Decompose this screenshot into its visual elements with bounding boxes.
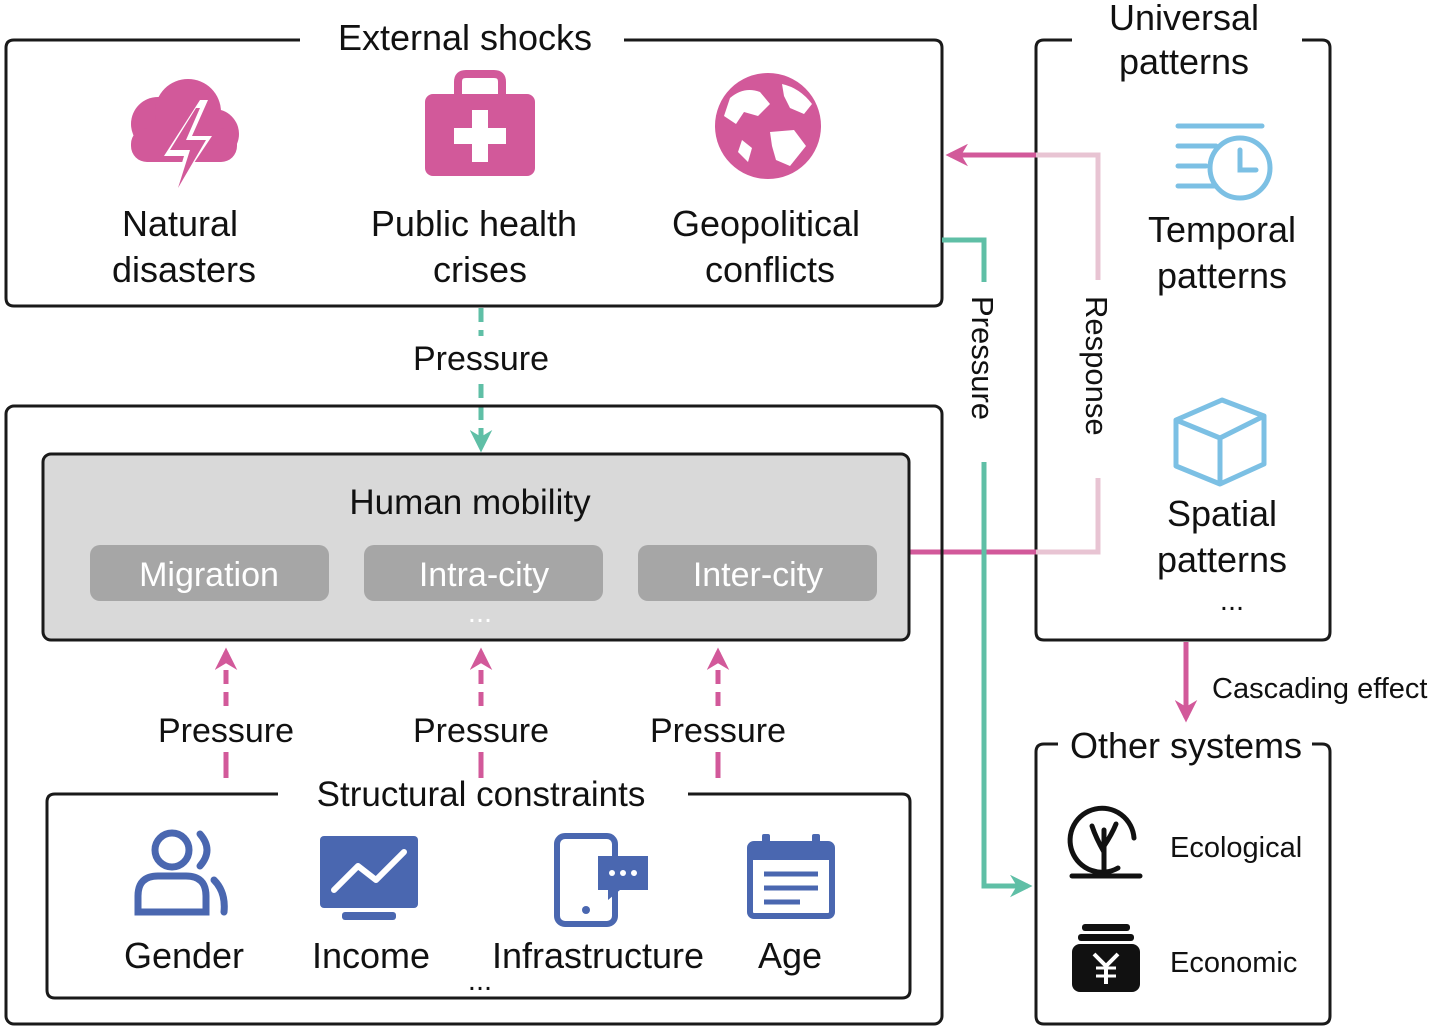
universal-patterns-title-2: patterns [1119, 41, 1249, 82]
geopolitical-label-2: conflicts [705, 249, 835, 290]
inter-city-chip [638, 545, 877, 601]
structural-constraints-ellipsis: ... [468, 965, 492, 997]
other-systems-title: Other systems [1070, 725, 1302, 766]
pressure-label-right-bottom: Pressure [650, 712, 786, 750]
clock-lines-icon [1175, 123, 1273, 201]
human-mobility-box: Human mobility Migration Intra-city Inte… [41, 452, 911, 642]
response-link: Response [910, 143, 1114, 555]
first-aid-kit-icon [425, 70, 535, 176]
cascading-link: Cascading effect [1174, 642, 1428, 723]
public-health-label-2: crises [433, 249, 527, 290]
other-systems-box: Other systems Ecological Economic [1034, 725, 1332, 1026]
pressure-label-right: Pressure [965, 296, 1000, 420]
response-label: Response [1079, 296, 1114, 436]
economic-label: Economic [1170, 947, 1297, 979]
infrastructure-label: Infrastructure [492, 935, 704, 976]
phone-chat-icon [554, 833, 648, 927]
public-health-label-1: Public health [371, 203, 577, 244]
universal-patterns-box: Universal patterns Temporal patterns Spa… [1034, 0, 1332, 642]
user-group-icon [134, 829, 228, 916]
age-label: Age [758, 935, 822, 976]
human-mobility-title: Human mobility [349, 483, 591, 522]
universal-patterns-title-1: Universal [1109, 0, 1259, 38]
pressure-label-gender: Pressure [158, 712, 294, 750]
intra-city-chip [364, 545, 603, 601]
calendar-icon [747, 834, 835, 919]
mobility-outer-box [4, 404, 944, 1026]
universal-patterns-ellipsis: ... [1220, 585, 1244, 617]
pressure-label-top: Pressure [413, 340, 549, 378]
pressure-link-top: Pressure [413, 308, 549, 453]
temporal-patterns-label-2: patterns [1157, 255, 1287, 296]
gender-label: Gender [124, 935, 244, 976]
structural-constraints-title: Structural constraints [317, 775, 646, 814]
cube-icon [1173, 397, 1267, 487]
temporal-patterns-label-1: Temporal [1148, 209, 1296, 250]
migration-chip [90, 545, 329, 601]
pressure-label-middle: Pressure [413, 712, 549, 750]
yuan-jar-icon [1072, 924, 1140, 992]
natural-disasters-label-1: Natural [122, 203, 238, 244]
migration-chip-label: Migration [139, 556, 279, 594]
pressure-link-right: Pressure [942, 237, 1033, 898]
tree-icon [1067, 805, 1143, 879]
human-mobility-ellipsis: ... [468, 597, 492, 629]
income-label: Income [312, 935, 430, 976]
spatial-patterns-label-1: Spatial [1167, 493, 1277, 534]
natural-disasters-label-2: disasters [112, 249, 256, 290]
pressure-arrows-bottom: Pressure Pressure Pressure [158, 647, 786, 778]
geopolitical-label-1: Geopolitical [672, 203, 860, 244]
external-shocks-box: External shocks Natural disasters Public… [4, 17, 944, 308]
ecological-label: Ecological [1170, 832, 1302, 864]
external-shocks-title: External shocks [338, 17, 592, 58]
spatial-patterns-label-2: patterns [1157, 539, 1287, 580]
inter-city-chip-label: Inter-city [693, 556, 823, 594]
structural-constraints-box: Structural constraints Gender Income Inf… [45, 775, 912, 1000]
cascading-effect-label: Cascading effect [1212, 673, 1428, 705]
globe-icon [715, 73, 821, 179]
intra-city-chip-label: Intra-city [419, 556, 549, 594]
storm-cloud-icon [131, 79, 239, 196]
trend-monitor-icon [320, 836, 418, 920]
